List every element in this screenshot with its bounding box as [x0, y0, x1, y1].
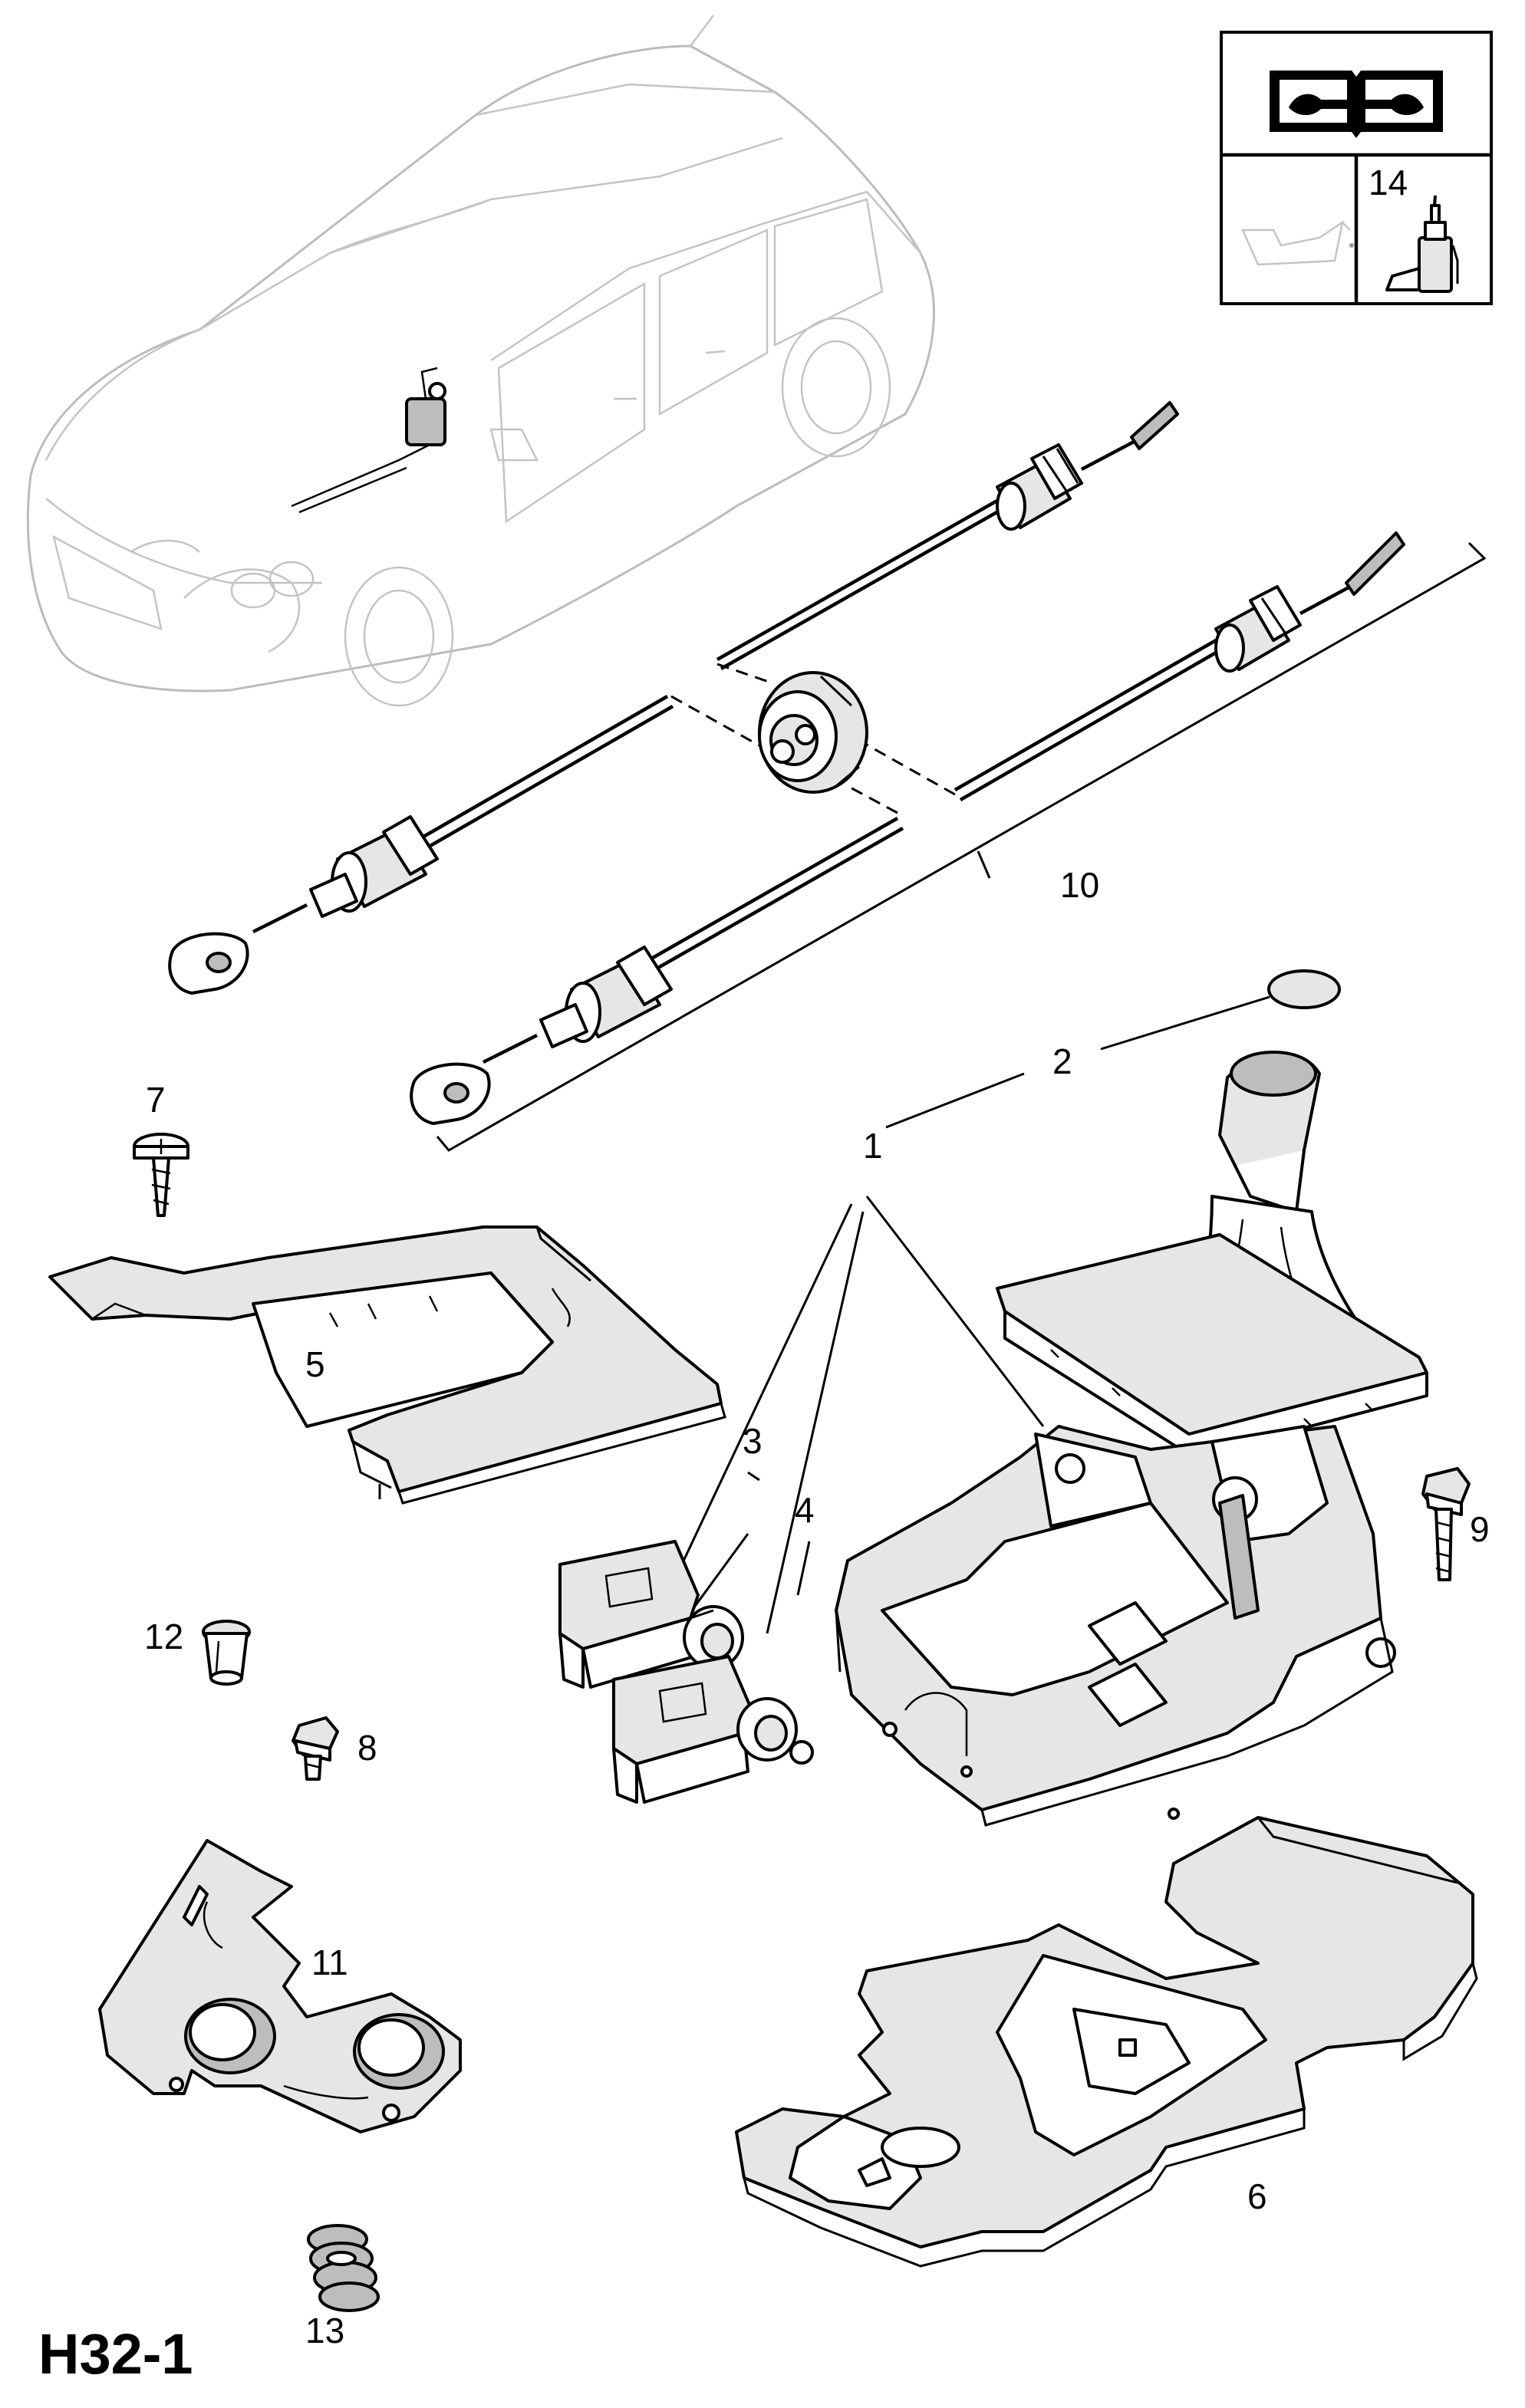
legend-box	[1220, 31, 1493, 305]
callout-8: 8	[357, 1728, 377, 1768]
callout-1: 1	[863, 1126, 883, 1166]
cable-end-lower	[410, 946, 673, 1125]
console-trim	[48, 1225, 726, 1505]
callout-10: 10	[1060, 865, 1099, 905]
knob-cap	[1267, 969, 1341, 1009]
insulation-pad-6	[735, 1816, 1478, 2268]
shift-lever-assembly	[835, 1051, 1428, 1827]
cable-adjuster-upper	[996, 443, 1083, 531]
callout-11: 11	[311, 1943, 348, 1982]
diagram-code: H32-1	[38, 2322, 193, 2386]
selector-bracket-4	[612, 1655, 814, 1804]
screw-7	[133, 1133, 189, 1217]
vehicle-illustration	[26, 15, 935, 707]
bolt-8	[291, 1716, 339, 1781]
cable-assembly	[168, 401, 1487, 1152]
cable-end-upper	[168, 815, 439, 995]
callout-12: 12	[144, 1617, 183, 1656]
spring-13	[307, 2224, 380, 2312]
callout-2: 2	[1052, 1041, 1072, 1081]
callout-6: 6	[1247, 2176, 1267, 2216]
callout-14: 14	[1369, 163, 1408, 202]
cable-grommet	[758, 671, 868, 794]
bolt-9	[1421, 1467, 1471, 1581]
selector-bracket-3	[558, 1540, 744, 1689]
callout-4: 4	[795, 1490, 815, 1530]
callout-3: 3	[743, 1421, 762, 1461]
callout-13: 13	[305, 2311, 344, 2350]
clip-12	[202, 1620, 251, 1686]
callout-5: 5	[305, 1344, 325, 1384]
callout-9: 9	[1470, 1509, 1490, 1549]
callout-7: 7	[146, 1080, 166, 1120]
bracket-plate-11	[98, 1839, 462, 2133]
sealant-bottle-icon	[1385, 195, 1459, 293]
cable-adjuster-right	[1214, 585, 1302, 673]
manual-wrench-icon	[1270, 71, 1443, 138]
oil-can-icon	[1241, 220, 1354, 266]
